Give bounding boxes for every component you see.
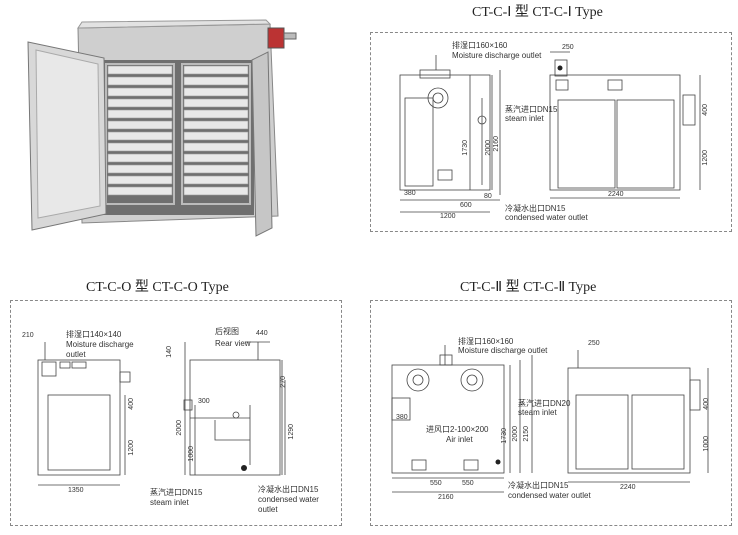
- ct-c-i-steam-inlet-en: steam inlet: [505, 114, 544, 123]
- ct-c-o-water-outlet-en2: outlet: [258, 505, 278, 514]
- ct-c-ii-dim-250: 250: [588, 340, 600, 347]
- ct-c-o-steam-inlet: 蒸汽进口DN15: [150, 488, 203, 497]
- ct-c-o-moisture-outlet-en2: outlet: [66, 350, 86, 359]
- ct-c-o-dim-400: 400: [128, 398, 135, 410]
- ct-c-ii-water-outlet: 冷凝水出口DN15: [508, 481, 569, 490]
- ct-c-ii-steam-inlet: 蒸汽进口DN20: [518, 399, 571, 408]
- ct-c-o-water-outlet: 冷凝水出口DN15: [258, 485, 319, 494]
- panel-ct-c-i: [370, 32, 732, 232]
- ct-c-i-dim-250: 250: [562, 44, 574, 51]
- ct-c-ii-dim-2160: 2160: [438, 494, 454, 501]
- title-ct-c-o: CT-C-O 型 CT-C-O Type: [86, 280, 229, 295]
- ct-c-o-dim-440: 440: [256, 330, 268, 337]
- ct-c-o-dim-210: 210: [22, 332, 34, 339]
- ct-c-ii-dim-1730: 1730: [501, 428, 508, 444]
- title-ct-c-ii: CT-C-Ⅱ 型 CT-C-Ⅱ Type: [460, 280, 597, 295]
- ct-c-i-dim-380: 380: [404, 190, 416, 197]
- ct-c-ii-dim-550a: 550: [430, 480, 442, 487]
- ct-c-i-dim-600: 600: [460, 202, 472, 209]
- ct-c-ii-air-inlet: 进风口2-100×200: [426, 425, 489, 434]
- ct-c-ii-dim-2240: 2240: [620, 484, 636, 491]
- ct-c-o-rear-view-en: Rear view: [215, 339, 251, 348]
- ct-c-i-water-outlet: 冷凝水出口DN15: [505, 204, 566, 213]
- ct-c-ii-moisture-outlet-en: Moisture discharge outlet: [458, 346, 548, 355]
- ct-c-ii-dim-1000: 1000: [703, 436, 710, 452]
- ct-c-ii-air-inlet-en: Air inlet: [446, 435, 473, 444]
- ct-c-i-dim-2000: 2000: [485, 140, 492, 156]
- ct-c-ii-moisture-outlet: 排湿口160×160: [458, 337, 514, 346]
- panel-ct-c-ii: [370, 300, 732, 526]
- ct-c-i-moisture-outlet: 排湿口160×160: [452, 41, 508, 50]
- ct-c-i-dim-2240: 2240: [608, 191, 624, 198]
- ct-c-o-rear-view: 后视图: [215, 327, 239, 336]
- ct-c-ii-dim-550b: 550: [462, 480, 474, 487]
- ct-c-o-dim-270: 270: [280, 376, 287, 388]
- ct-c-i-steam-inlet: 蒸汽进口DN15: [505, 105, 558, 114]
- ct-c-o-steam-inlet-en: steam inlet: [150, 498, 189, 507]
- title-ct-c-i: CT-C-Ⅰ 型 CT-C-Ⅰ Type: [472, 5, 603, 20]
- ct-c-o-dim-300: 300: [198, 398, 210, 405]
- ct-c-o-water-outlet-en1: condensed water: [258, 495, 319, 504]
- ct-c-ii-dim-2000: 2000: [512, 426, 519, 442]
- ct-c-ii-dim-400: 400: [703, 398, 710, 410]
- ct-c-o-dim-1000: 1000: [188, 446, 195, 462]
- ct-c-i-dim-1200v: 1200: [702, 150, 709, 166]
- ct-c-i-dim-80: 80: [484, 193, 492, 200]
- ct-c-ii-steam-inlet-en: steam inlet: [518, 408, 557, 417]
- ct-c-o-dim-140: 140: [166, 346, 173, 358]
- ct-c-o-dim-1290: 1290: [288, 424, 295, 440]
- ct-c-i-water-outlet-en: condensed water outlet: [505, 213, 588, 222]
- ct-c-o-dim-1350: 1350: [68, 487, 84, 494]
- ct-c-i-dim-2160: 2160: [493, 136, 500, 152]
- ct-c-o-moisture-outlet: 排湿口140×140: [66, 330, 122, 339]
- ct-c-i-dim-1730: 1730: [462, 140, 469, 156]
- ct-c-ii-dim-380: 380: [396, 414, 408, 421]
- ct-c-ii-dim-2150: 2150: [523, 426, 530, 442]
- ct-c-i-moisture-outlet-en: Moisture discharge outlet: [452, 51, 542, 60]
- ct-c-i-dim-400: 400: [702, 104, 709, 116]
- panel-ct-c-o: [10, 300, 342, 526]
- ct-c-ii-water-outlet-en: condensed water outlet: [508, 491, 591, 500]
- ct-c-i-dim-1200: 1200: [440, 213, 456, 220]
- ct-c-o-dim-1200: 1200: [128, 440, 135, 456]
- oven-photo: [20, 18, 315, 243]
- ct-c-o-dim-2000: 2000: [176, 420, 183, 436]
- ct-c-o-moisture-outlet-en1: Moisture discharge: [66, 340, 134, 349]
